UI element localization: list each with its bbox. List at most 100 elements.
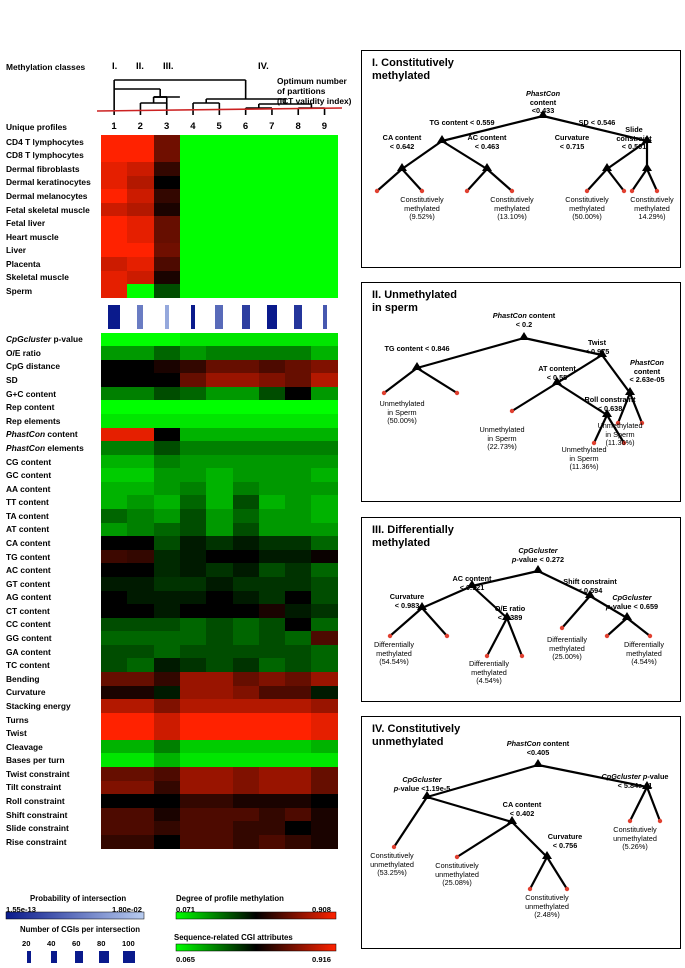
heatmap-cell: [311, 202, 339, 217]
heatmap-cell: [153, 468, 181, 483]
heatmap-cell: [101, 441, 128, 456]
heatmap-cell: [153, 576, 181, 592]
text-segment: < 0.642: [389, 141, 415, 151]
text-segment: O/E ratio: [494, 604, 526, 613]
leaf-label-line: methylated: [549, 643, 585, 653]
heatmap-cell: [311, 441, 339, 456]
tree-edge: [589, 595, 628, 619]
heatmap-cell: [311, 563, 339, 578]
heatmap-cell: [311, 454, 339, 469]
heatmap-cell: [179, 189, 207, 204]
heatmap-cell: [127, 807, 155, 822]
text-segment: CC content: [6, 619, 51, 630]
split-label-line: PhastCon: [629, 358, 664, 368]
heatmap-cell: [311, 216, 339, 231]
text-segment: AC content: [452, 574, 492, 583]
row-label: Tilt constraint: [6, 782, 61, 792]
heatmap-cell: [206, 821, 234, 836]
tree-edge: [376, 168, 403, 192]
heatmap-cell: [285, 189, 312, 204]
tree-edge: [416, 367, 458, 394]
leaf-label-line: (50.00%): [572, 212, 602, 222]
row-label: Curvature: [6, 687, 46, 697]
tree-edge: [511, 382, 558, 412]
heatmap-cell: [232, 256, 260, 272]
heatmap-cell: [258, 767, 286, 782]
heatmap-cell: [127, 346, 155, 361]
tree-edge: [456, 821, 513, 858]
heatmap-cell: [179, 481, 207, 497]
text-segment: < 0.463: [474, 141, 500, 151]
text-segment: PhastCon: [6, 442, 46, 453]
intersection-bar: [266, 305, 277, 329]
heatmap-cell: [232, 441, 260, 456]
text-segment: TA content: [6, 510, 49, 521]
split-label-line: p-value < 0.272: [512, 555, 564, 565]
split-label-line: p-value < 0.659: [606, 602, 658, 612]
split-label: PhastCon content< 0.2: [493, 311, 555, 329]
leaf-marker: [509, 408, 515, 414]
tree-edge: [416, 336, 525, 370]
leaf-marker: [584, 188, 590, 194]
leaf-marker: [527, 886, 533, 892]
leaf-label-line: Constitutively: [525, 893, 569, 902]
tree-edge: [426, 795, 513, 824]
heatmap-cell: [285, 563, 312, 578]
tree-node: [533, 565, 543, 573]
heatmap-cell: [179, 767, 207, 782]
heatmap-cell: [101, 726, 128, 741]
leaf-marker: [391, 844, 397, 850]
row-label: GA content: [6, 647, 51, 657]
heatmap-cell: [179, 148, 207, 163]
text-segment: < 2.63e-05: [629, 375, 665, 385]
prob-legend-title: Probability of intersection: [30, 894, 127, 903]
heatmap-cell: [206, 189, 234, 204]
heatmap-cell: [258, 270, 286, 285]
text-segment: content: [45, 429, 78, 440]
heatmap-cell: [179, 509, 207, 524]
heatmap-cell: [127, 202, 155, 217]
leaf-marker: [564, 886, 570, 892]
heatmap-cell: [232, 807, 260, 822]
heatmap-cell: [127, 386, 155, 401]
text-segment: AT content: [538, 364, 576, 373]
heatmap-cell: [285, 481, 312, 497]
split-label-line: CA content: [503, 800, 542, 810]
heatmap-cell: [285, 468, 312, 483]
heatmap-cell: [101, 672, 128, 687]
heatmap-cell: [206, 229, 234, 244]
heatmap-cell: [285, 454, 312, 469]
heatmap-cell: [179, 549, 207, 564]
heatmap-cell: [258, 780, 286, 795]
heatmap-cell: [127, 834, 155, 850]
heatmap-cell: [206, 699, 234, 714]
leaf-label-line: Constitutively: [435, 861, 479, 870]
heatmap-cell: [153, 536, 181, 551]
ncgi-legend-bar: [99, 951, 109, 963]
text-segment: Roll constraint: [6, 796, 65, 806]
split-label-line: PhastCon: [526, 89, 560, 99]
heatmap-cell: [232, 699, 260, 714]
text-segment: AC content: [467, 133, 507, 142]
heatmap-cell: [101, 780, 128, 795]
intersection-bar: [322, 305, 327, 329]
heatmap-cell: [285, 202, 312, 217]
heatmap-cell: [285, 536, 312, 551]
text-segment: Curvature: [389, 592, 425, 601]
heatmap-cell: [285, 427, 312, 442]
heatmap-cell: [153, 346, 181, 361]
split-label-line: < 0.594: [563, 586, 617, 596]
heatmap-cell: [101, 216, 128, 231]
heatmap-cell: [311, 413, 339, 429]
heatmap-cell: [206, 202, 234, 217]
optimum-partitions-line-2: of partitions: [277, 86, 326, 96]
split-label-line: < 0.638: [584, 404, 635, 414]
intersection-bar: [215, 305, 224, 329]
heatmap-cell: [285, 821, 312, 836]
heatmap-cell: [232, 216, 260, 231]
split-label-line: AC content: [467, 133, 507, 143]
heatmap-cell: [232, 604, 260, 619]
row-label: TC content: [6, 660, 50, 670]
tree-title-line: I. Constitutively: [372, 57, 454, 69]
